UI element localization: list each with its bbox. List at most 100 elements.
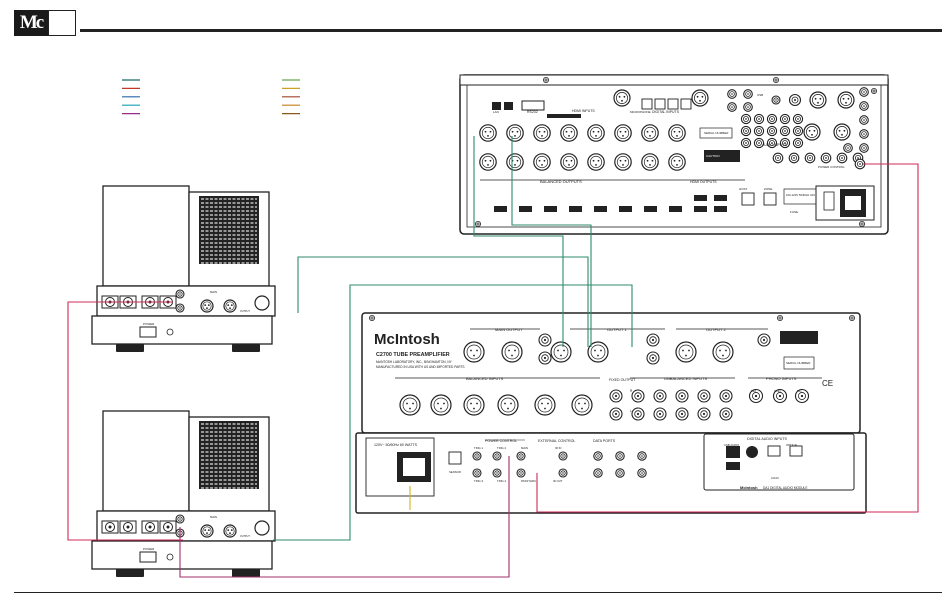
preamp-xlr-connectors — [399, 341, 734, 416]
hdmi-port — [694, 206, 707, 212]
green-cable-amp-top — [297, 256, 589, 347]
xlr-pin — [568, 163, 570, 166]
coax-label: COAX — [771, 476, 779, 480]
hdmi-inputs-label: HDMI INPUTS — [572, 109, 595, 113]
xlr-inner-ring — [590, 344, 606, 360]
rca-jack-pin — [641, 472, 643, 474]
rca-jack-pin — [658, 412, 662, 416]
rca-jack-pin — [758, 118, 760, 120]
optical-label: OPTICAL — [786, 443, 798, 447]
rca-jack-pin — [762, 338, 766, 342]
rca-jack-pin — [724, 412, 728, 416]
rca-jack-pin — [496, 472, 498, 474]
xlr-inner-ring — [670, 155, 684, 169]
xlr-inner-ring — [694, 92, 706, 104]
rca-jack-pin — [179, 518, 181, 520]
hdmi-port — [519, 206, 532, 212]
rca-jack-pin — [179, 307, 181, 309]
av-processor-rear-panel: BALANCED OUTPUTS HDMI INPUTS HDMI OUTPUT… — [459, 74, 889, 235]
rca-jack-pin — [863, 91, 865, 93]
rca-jack-pin — [619, 472, 621, 474]
power-switch — [139, 551, 157, 563]
rca-jack-pin — [745, 118, 747, 120]
speaker-post-center — [166, 525, 170, 529]
xlr-pin — [511, 130, 514, 133]
xlr-pin — [584, 402, 586, 405]
speaker-post-center — [148, 525, 152, 529]
xlr-pin — [565, 159, 568, 162]
xlr-pin — [406, 402, 408, 405]
amp-chassis-front — [91, 540, 273, 570]
xlr-pin — [230, 304, 233, 306]
green-cable-output-to-amp-top — [511, 136, 592, 347]
xlr-inner-ring — [643, 126, 657, 140]
purple-cable-trigger-out — [179, 456, 510, 578]
xlr-pin — [206, 307, 208, 309]
red-cable-processor-trigger — [536, 163, 919, 513]
main-output-label: MAIN OUTPUT — [495, 327, 523, 332]
xlr-inner-ring — [466, 397, 482, 413]
lan-port — [504, 102, 513, 110]
xlr-pin — [699, 99, 701, 102]
mm-label: MM — [751, 389, 756, 393]
xlr-pin — [722, 354, 724, 357]
xlr-pin — [443, 402, 445, 405]
xlr-inner-ring — [202, 301, 212, 311]
xlr-pin — [568, 134, 570, 137]
xlr-pin — [688, 349, 690, 352]
header-rule — [80, 29, 942, 32]
hdmi-port — [544, 206, 557, 212]
zone-label: ZONE — [764, 187, 772, 191]
output-2-label: OUTPUT 2 — [706, 327, 726, 332]
hdmi-port — [619, 206, 632, 212]
green-cable-amp-bottom — [273, 284, 633, 541]
xlr-inner-ring — [225, 526, 235, 536]
vent-grille — [199, 421, 259, 489]
amp-foot — [232, 569, 260, 577]
card-slot — [547, 114, 581, 118]
xlr-pin — [514, 134, 516, 137]
rca-jack-pin — [758, 142, 760, 144]
mcintosh-logo: Mc — [14, 10, 48, 36]
xlr-pin — [563, 349, 565, 352]
rca-jack-pin — [859, 163, 861, 165]
hdmi-port — [669, 206, 682, 212]
hdmi-connectors — [494, 195, 727, 212]
rca-jack-pin — [496, 455, 498, 457]
xlr-pin — [685, 354, 687, 357]
optical-input — [654, 98, 666, 110]
xlr-pin — [651, 130, 654, 133]
ir-out-label: IR OUT — [553, 479, 563, 483]
xlr-pin — [473, 407, 475, 410]
xlr-pin — [538, 159, 541, 162]
xlr-pin — [725, 349, 727, 352]
xlr-inner-ring — [481, 126, 495, 140]
external-control-label: EXTERNAL CONTROL — [538, 439, 575, 443]
rca-jack-pin — [597, 455, 599, 457]
xlr-pin — [570, 159, 573, 162]
xlr-pin — [621, 99, 623, 102]
xlr-pin — [206, 532, 208, 534]
xlr-pin — [649, 134, 651, 137]
xlr-pin — [412, 402, 414, 405]
xlr-pin — [814, 97, 817, 100]
xlr-pin — [578, 402, 580, 405]
rca-jack-pin — [747, 93, 749, 95]
rs232-label: RS232 — [527, 110, 538, 114]
xlr-inner-ring — [562, 155, 576, 169]
xlr-pin — [682, 349, 684, 352]
xlr-pin — [819, 97, 822, 100]
xlr-inner-ring — [643, 155, 657, 169]
xlr-inner-ring — [589, 155, 603, 169]
footer-rule — [14, 592, 942, 593]
xlr-pin — [510, 402, 512, 405]
xlr-pin — [673, 130, 676, 133]
trig-2-label: TRIG 2 — [497, 446, 506, 450]
xlr-inner-ring — [402, 397, 418, 413]
xlr-pin — [409, 407, 411, 410]
xlr-pin — [838, 129, 841, 132]
color-legend — [122, 79, 300, 115]
xlr-inner-ring — [481, 155, 495, 169]
xlr-pin — [676, 163, 678, 166]
rca-jack-pin — [777, 157, 779, 159]
